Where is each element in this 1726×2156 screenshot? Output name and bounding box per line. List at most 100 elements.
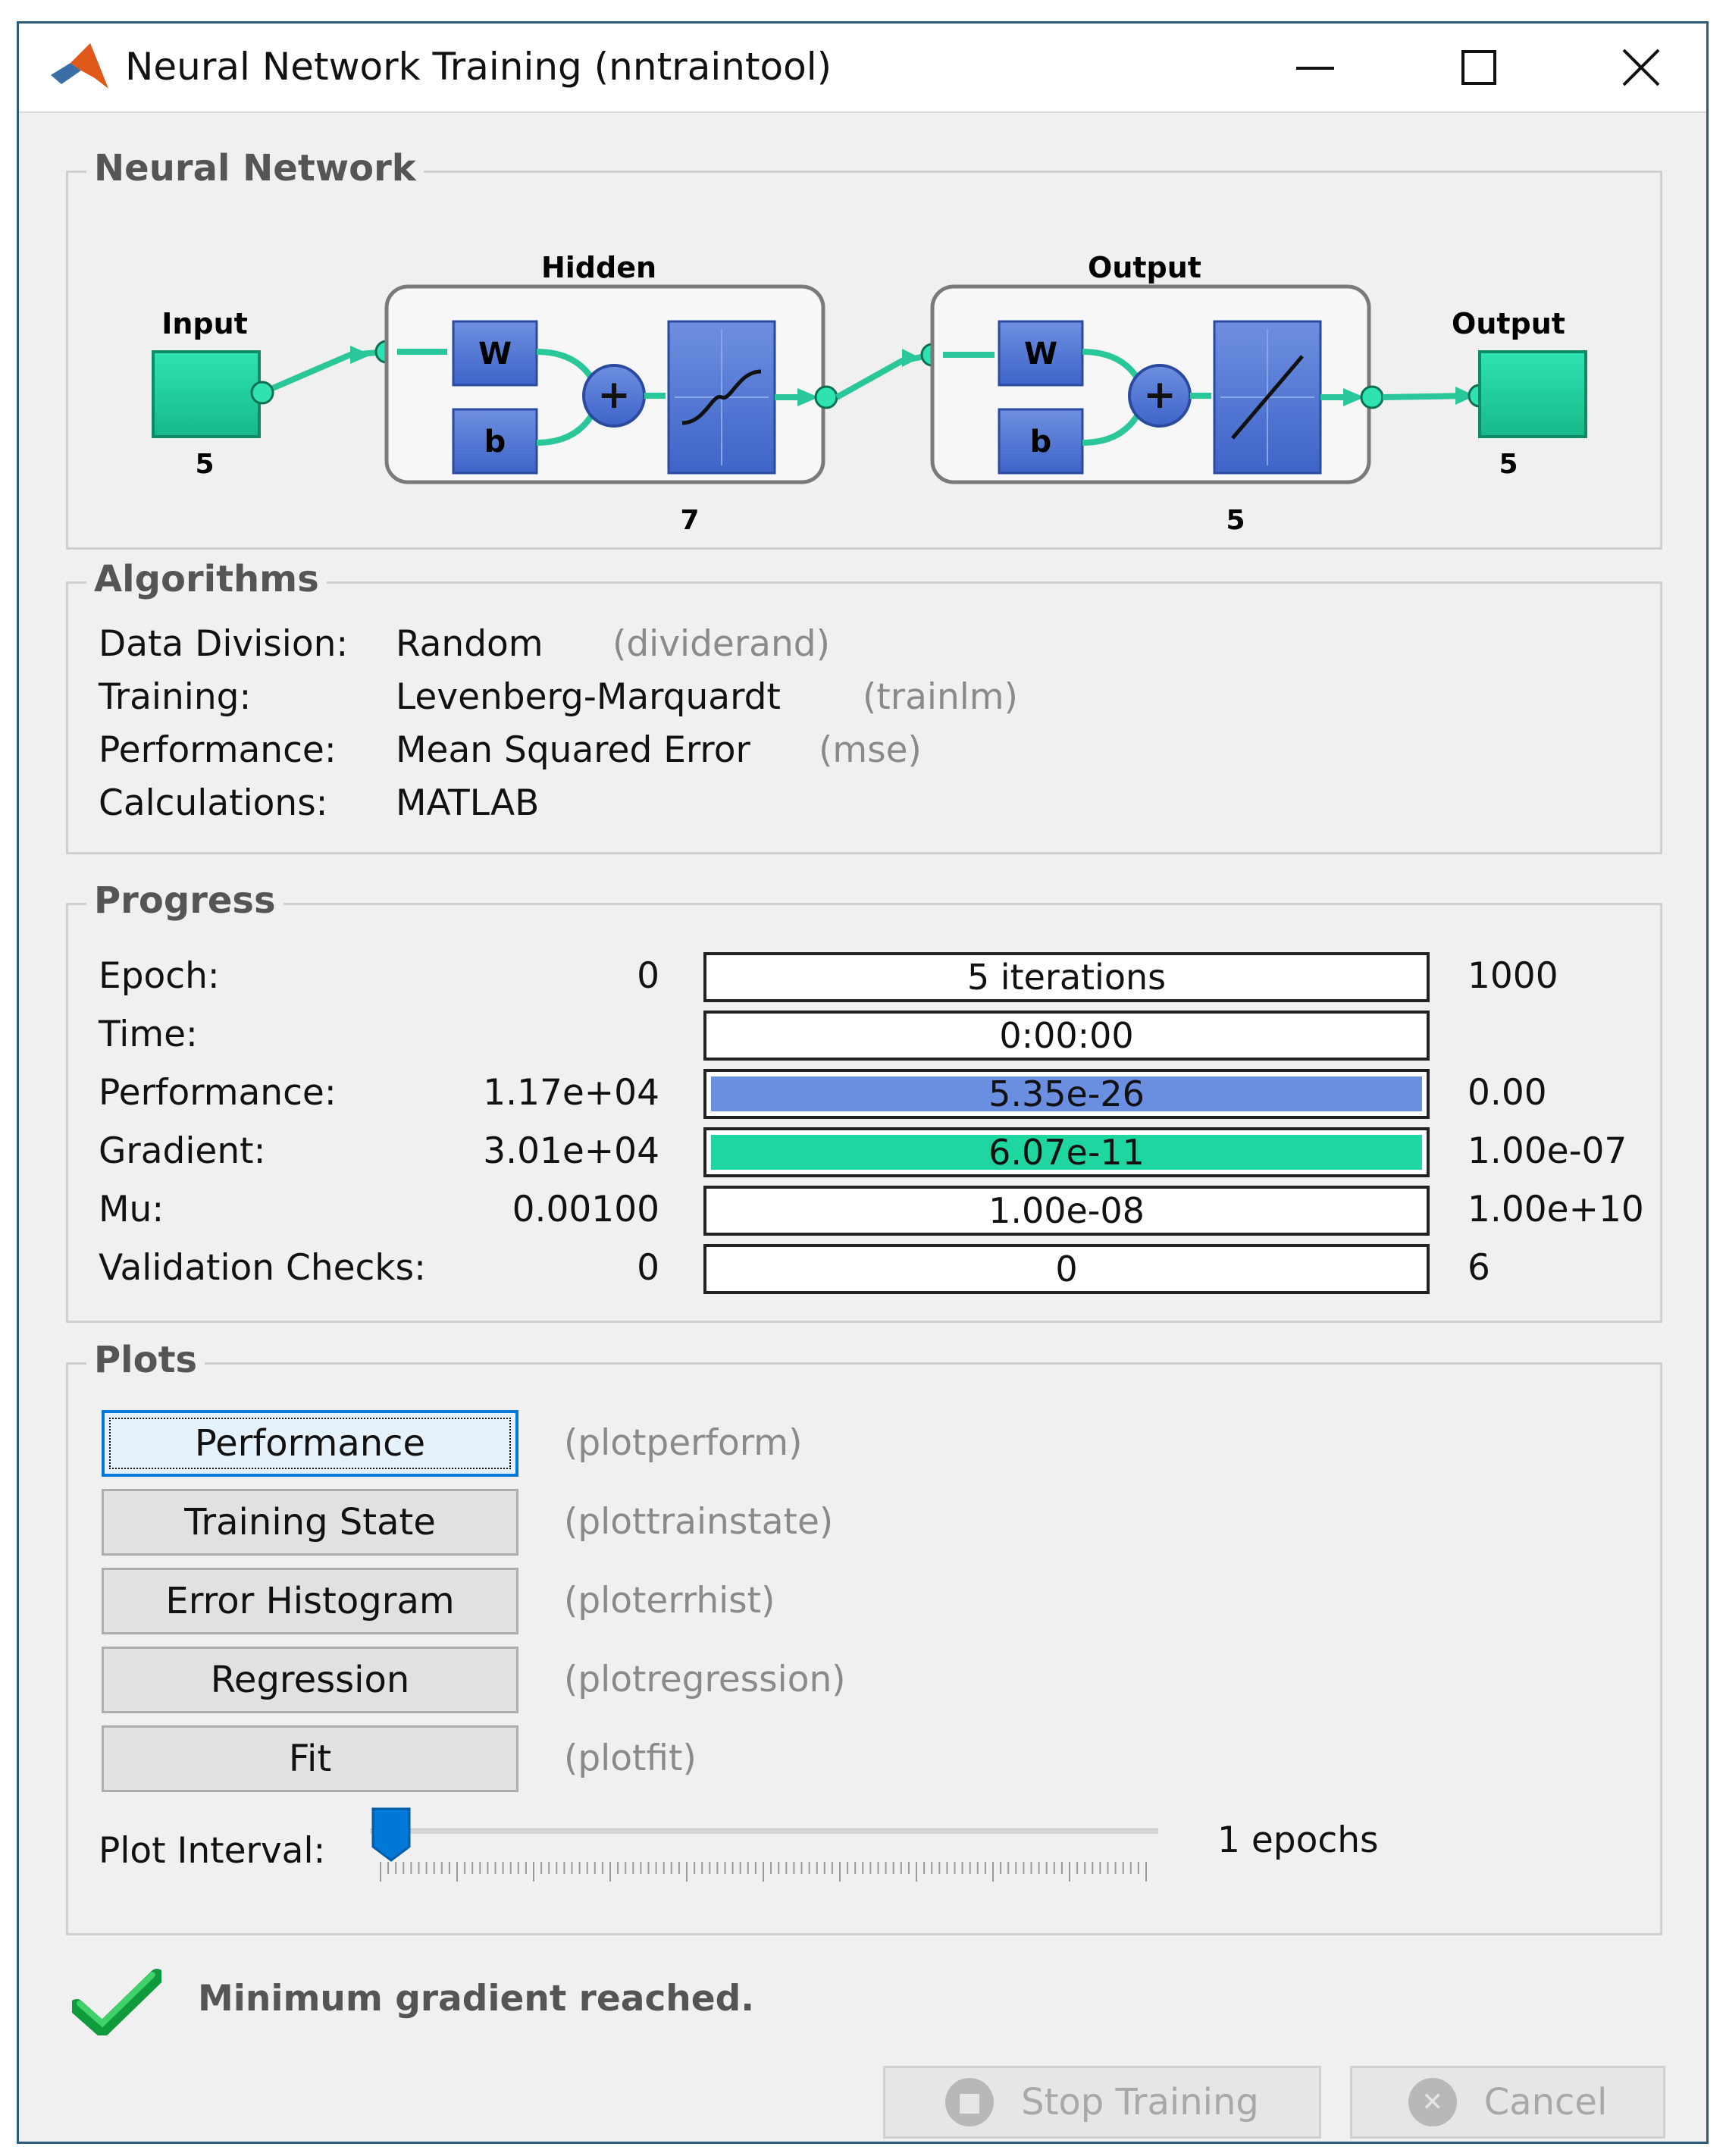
- stop-icon: ■: [945, 2078, 995, 2126]
- sigmoid-icon: [681, 369, 762, 425]
- progress-group-title: Progress: [86, 879, 283, 922]
- gradient-current-value: 6.07e-11: [988, 1132, 1145, 1173]
- validation-checks-start-value: 0: [637, 1247, 659, 1289]
- training-fn: (trainlm): [863, 676, 1018, 718]
- maximize-button[interactable]: [1418, 31, 1540, 104]
- matlab-logo-icon: [51, 43, 108, 89]
- hidden-weight-block: [452, 320, 538, 387]
- checkmark-icon: [72, 1969, 161, 2035]
- performance-fn: (mse): [819, 729, 922, 771]
- neural-network-group: Neural Network Input 5 Hidden 7 Output 5…: [66, 147, 1662, 550]
- slider-track: [370, 1829, 1158, 1834]
- stop-training-label: Stop Training: [1021, 2081, 1259, 2123]
- maximize-icon: [1461, 50, 1496, 85]
- epoch-current-value: 5 iterations: [966, 957, 1167, 998]
- plot-performance-button[interactable]: Performance: [102, 1410, 518, 1477]
- plot-interval-label: Plot Interval:: [99, 1830, 326, 1872]
- slider-thumb[interactable]: [370, 1806, 412, 1863]
- performance-label: Performance:: [99, 729, 337, 771]
- linear-icon: [1231, 355, 1304, 440]
- gradient-end-value: 1.00e-07: [1468, 1130, 1627, 1172]
- time-current-value: 0:00:00: [999, 1015, 1134, 1056]
- mu-end-value: 1.00e+10: [1468, 1189, 1644, 1230]
- input-size: 5: [195, 449, 214, 480]
- plot-fit-button[interactable]: Fit: [102, 1725, 518, 1792]
- performance-end-value: 0.00: [1468, 1072, 1547, 1114]
- performance-progress-bar: 5.35e-26: [703, 1069, 1430, 1119]
- hidden-label: Hidden: [541, 251, 656, 284]
- output-size: 5: [1499, 449, 1518, 480]
- plot-fit-fn: (plotfit): [564, 1738, 697, 1779]
- epoch-start-value: 0: [637, 955, 659, 997]
- plot-regression-fn: (plotregression): [564, 1659, 846, 1700]
- minimize-icon: [1296, 67, 1334, 70]
- close-button[interactable]: [1580, 31, 1702, 104]
- slider-ticks: [380, 1862, 1147, 1882]
- performance-progress-fill: [711, 1076, 1422, 1111]
- mu-start-value: 0.00100: [512, 1189, 659, 1230]
- neural-network-group-title: Neural Network: [86, 147, 424, 190]
- svg-text:+: +: [597, 372, 631, 418]
- performance-value: Mean Squared Error: [396, 729, 750, 771]
- plot-interval-value: 1 epochs: [1217, 1819, 1379, 1861]
- output-bias-symbol: b: [1030, 425, 1052, 459]
- output-weight-symbol: W: [1024, 337, 1057, 371]
- data-division-value: Random: [396, 623, 543, 665]
- validation-checks-end-value: 6: [1468, 1247, 1490, 1289]
- window-title: Neural Network Training (nntraintool): [125, 45, 832, 89]
- hidden-bias-symbol: b: [484, 425, 506, 459]
- plot-training-state-button[interactable]: Training State: [102, 1489, 518, 1556]
- gradient-progress-label: Gradient:: [99, 1130, 266, 1172]
- training-label: Training:: [99, 676, 252, 718]
- mu-current-value: 1.00e-08: [988, 1190, 1145, 1231]
- performance-start-value: 1.17e+04: [483, 1072, 659, 1114]
- mu-progress-bar: 1.00e-08: [703, 1186, 1430, 1236]
- plots-group: Plots Performance (plotperform) Training S…: [66, 1339, 1662, 1935]
- input-label: Input: [161, 307, 248, 340]
- algorithms-group-title: Algorithms: [86, 558, 327, 600]
- plots-group-title: Plots: [86, 1339, 205, 1381]
- data-division-fn: (dividerand): [612, 623, 830, 665]
- plot-regression-button[interactable]: Regression: [102, 1647, 518, 1713]
- hidden-size: 7: [680, 505, 699, 536]
- time-progress-bar: 0:00:00: [703, 1011, 1430, 1061]
- svg-text:+: +: [1143, 372, 1176, 418]
- performance-current-value: 5.35e-26: [988, 1073, 1145, 1114]
- nntraintool-window: Neural Network Training (nntraintool) Ne…: [17, 21, 1709, 2144]
- validation-checks-progress-bar: 0: [703, 1244, 1430, 1294]
- validation-checks-current-value: 0: [1055, 1249, 1078, 1290]
- plot-error-histogram-button[interactable]: Error Histogram: [102, 1568, 518, 1634]
- output-layer-label: Output: [1088, 251, 1201, 284]
- cancel-label: Cancel: [1483, 2081, 1608, 2123]
- network-diagram: Input 5 Hidden 7 Output 5 Output 5 W b: [152, 251, 1587, 536]
- close-icon: [1622, 49, 1660, 86]
- stop-training-button[interactable]: ■ Stop Training: [883, 2066, 1321, 2139]
- cancel-button[interactable]: ✕ Cancel: [1350, 2066, 1665, 2139]
- title-bar: Neural Network Training (nntraintool): [19, 24, 1706, 113]
- hidden-weight-symbol: W: [478, 337, 512, 371]
- data-division-label: Data Division:: [99, 623, 349, 665]
- minimize-button[interactable]: [1255, 31, 1376, 104]
- epoch-end-value: 1000: [1468, 955, 1558, 997]
- epoch-progress-bar: 5 iterations: [703, 952, 1430, 1002]
- output-weight-block: [998, 320, 1084, 387]
- input-block: [152, 350, 261, 438]
- training-value: Levenberg-Marquardt: [396, 676, 781, 718]
- validation-checks-progress-label: Validation Checks:: [99, 1247, 426, 1289]
- plot-error-histogram-fn: (ploterrhist): [564, 1580, 775, 1622]
- gradient-progress-fill: [711, 1135, 1422, 1170]
- plot-interval-slider[interactable]: [370, 1806, 1158, 1889]
- epoch-progress-label: Epoch:: [99, 955, 220, 997]
- status-message: Minimum gradient reached.: [198, 1978, 755, 2020]
- calculations-value: MATLAB: [396, 782, 540, 824]
- output-bias-block: [998, 408, 1084, 475]
- output-block: [1478, 350, 1587, 438]
- plot-training-state-fn: (plottrainstate): [564, 1501, 834, 1543]
- plot-performance-fn: (plotperform): [564, 1422, 803, 1464]
- output-label: Output: [1452, 307, 1565, 340]
- gradient-progress-bar: 6.07e-11: [703, 1127, 1430, 1177]
- time-progress-label: Time:: [99, 1014, 198, 1055]
- calculations-label: Calculations:: [99, 782, 328, 824]
- cancel-icon: ✕: [1408, 2078, 1457, 2126]
